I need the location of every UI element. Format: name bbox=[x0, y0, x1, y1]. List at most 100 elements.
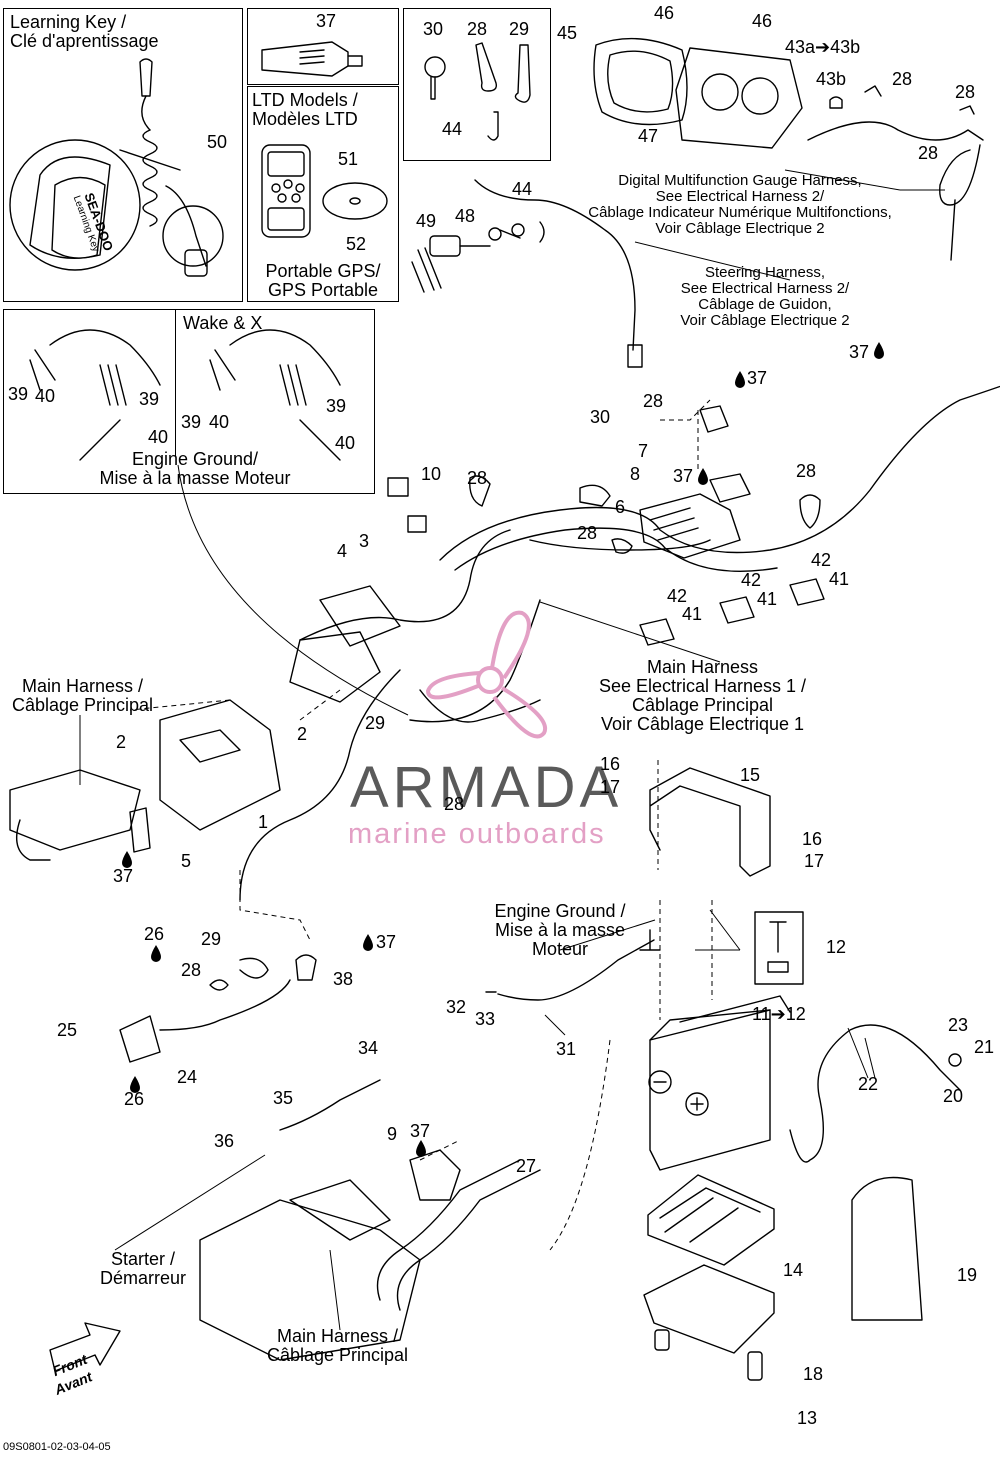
callout-40: 40 bbox=[35, 386, 56, 406]
callout-39: 39 bbox=[181, 412, 202, 432]
regulator-illustration bbox=[639, 493, 741, 559]
callout-33: 33 bbox=[475, 1009, 496, 1029]
lower-left-parts-illustration bbox=[119, 954, 317, 1063]
callout-40: 40 bbox=[148, 427, 169, 447]
callout-21: 21 bbox=[974, 1037, 995, 1057]
callout-39: 39 bbox=[8, 384, 29, 404]
callout-51: 51 bbox=[338, 149, 359, 169]
callout-37: 37 bbox=[849, 342, 870, 362]
battery-cable-illustration bbox=[789, 1024, 962, 1163]
battery-tray-illustration bbox=[643, 1174, 923, 1381]
ground-wires-illustration bbox=[29, 329, 341, 461]
callout-23: 23 bbox=[948, 1015, 969, 1035]
watermark-tagline: marine outboards bbox=[348, 818, 606, 850]
sealant-drop-icons bbox=[122, 342, 884, 1157]
callout-26: 26 bbox=[124, 1089, 145, 1109]
callout-48: 48 bbox=[455, 206, 476, 226]
callout-44: 44 bbox=[442, 119, 463, 139]
callout-43a: 43a➔43b bbox=[785, 37, 861, 57]
callout-46: 46 bbox=[752, 11, 773, 31]
callout-28: 28 bbox=[918, 143, 939, 163]
callout-2: 2 bbox=[116, 732, 127, 752]
battery-bracket-illustration bbox=[649, 767, 771, 877]
learning-key-box bbox=[3, 8, 243, 302]
ltd-models-box bbox=[247, 86, 399, 302]
callout-29: 29 bbox=[365, 713, 386, 733]
callout-12: 12 bbox=[826, 937, 847, 957]
callout-20: 20 bbox=[943, 1086, 964, 1106]
callout-41: 41 bbox=[829, 569, 850, 589]
callout-15: 15 bbox=[740, 765, 761, 785]
callout-1: 1 bbox=[258, 812, 269, 832]
callout-35: 35 bbox=[273, 1088, 294, 1108]
callout-8: 8 bbox=[630, 464, 641, 484]
solid-leaders bbox=[79, 169, 945, 1331]
callout-37: 37 bbox=[673, 466, 694, 486]
callout-16: 16 bbox=[802, 829, 823, 849]
callout-41: 41 bbox=[757, 589, 778, 609]
learning-key-illustration bbox=[9, 58, 224, 277]
sealant-box bbox=[247, 8, 399, 85]
callout-37: 37 bbox=[376, 932, 397, 952]
callout-28: 28 bbox=[181, 960, 202, 980]
front-arrow bbox=[49, 1322, 121, 1372]
callout-14: 14 bbox=[783, 1260, 804, 1280]
callout-22: 22 bbox=[858, 1074, 879, 1094]
battery-illustration bbox=[648, 911, 804, 1171]
portable-gps-label: Portable GPS/ GPS Portable bbox=[265, 261, 381, 300]
sealant-tube-illustration bbox=[261, 41, 363, 77]
gauge-cluster-illustration bbox=[593, 37, 984, 261]
callout-28: 28 bbox=[444, 794, 465, 814]
callout-37: 37 bbox=[316, 11, 337, 31]
callout-44: 44 bbox=[512, 179, 533, 199]
callout-52: 52 bbox=[346, 234, 367, 254]
callout-28: 28 bbox=[467, 468, 488, 488]
callout-19: 19 bbox=[957, 1265, 978, 1285]
ground-cable-illustration bbox=[485, 929, 661, 1001]
main-harness-bottom-label: Main Harness / Câblage Principal bbox=[266, 1326, 409, 1365]
callout-16: 16 bbox=[600, 754, 621, 774]
callout-10: 10 bbox=[421, 464, 442, 484]
callout-41: 41 bbox=[682, 604, 703, 624]
callout-28: 28 bbox=[955, 82, 976, 102]
callout-47: 47 bbox=[638, 126, 659, 146]
callout-28: 28 bbox=[643, 391, 664, 411]
callout-18: 18 bbox=[803, 1364, 824, 1384]
callout-11-12: 11➔12 bbox=[752, 1004, 806, 1024]
callout-31: 31 bbox=[556, 1039, 577, 1059]
callout-17: 17 bbox=[600, 777, 621, 797]
digital-gauge-label: Digital Multifunction Gauge Harness, See… bbox=[588, 172, 892, 237]
callout-29: 29 bbox=[509, 19, 530, 39]
callout-43b: 43b bbox=[816, 69, 847, 89]
callout-26: 26 bbox=[144, 924, 165, 944]
callout-29: 29 bbox=[201, 929, 222, 949]
steering-harness-illustration bbox=[411, 179, 643, 368]
callout-3: 3 bbox=[359, 531, 370, 551]
callout-4: 4 bbox=[337, 541, 348, 561]
callout-32: 32 bbox=[446, 997, 467, 1017]
callout-38: 38 bbox=[333, 969, 354, 989]
callout-7: 7 bbox=[638, 441, 649, 461]
engine-ground-top-label: Engine Ground/ Mise à la masse Moteur bbox=[99, 449, 291, 488]
callout-6: 6 bbox=[615, 497, 626, 517]
callout-28: 28 bbox=[467, 19, 488, 39]
callout-28: 28 bbox=[796, 461, 817, 481]
starter-illustration bbox=[199, 1079, 541, 1361]
main-harness-right-label: Main Harness See Electrical Harness 1 / … bbox=[598, 657, 807, 734]
starter-label: Starter / Démarreur bbox=[99, 1249, 187, 1288]
drawing-code: 09S0801-02-03-04-05 bbox=[3, 1441, 111, 1453]
callout-37: 37 bbox=[747, 368, 768, 388]
watermark-brand: ARMADA bbox=[350, 755, 623, 820]
callout-50: 50 bbox=[207, 132, 228, 152]
clips-illustration bbox=[639, 578, 825, 646]
callout-45: 45 bbox=[557, 23, 578, 43]
watermark-propeller-icon bbox=[425, 610, 548, 739]
callout-28: 28 bbox=[892, 69, 913, 89]
wake-x-label: Wake & X bbox=[183, 313, 263, 333]
callout-36: 36 bbox=[214, 1131, 235, 1151]
callout-40: 40 bbox=[209, 412, 230, 432]
hardware-box bbox=[403, 8, 551, 161]
ltd-models-label: LTD Models / Modèles LTD bbox=[252, 90, 358, 129]
callout-28: 28 bbox=[577, 523, 598, 543]
